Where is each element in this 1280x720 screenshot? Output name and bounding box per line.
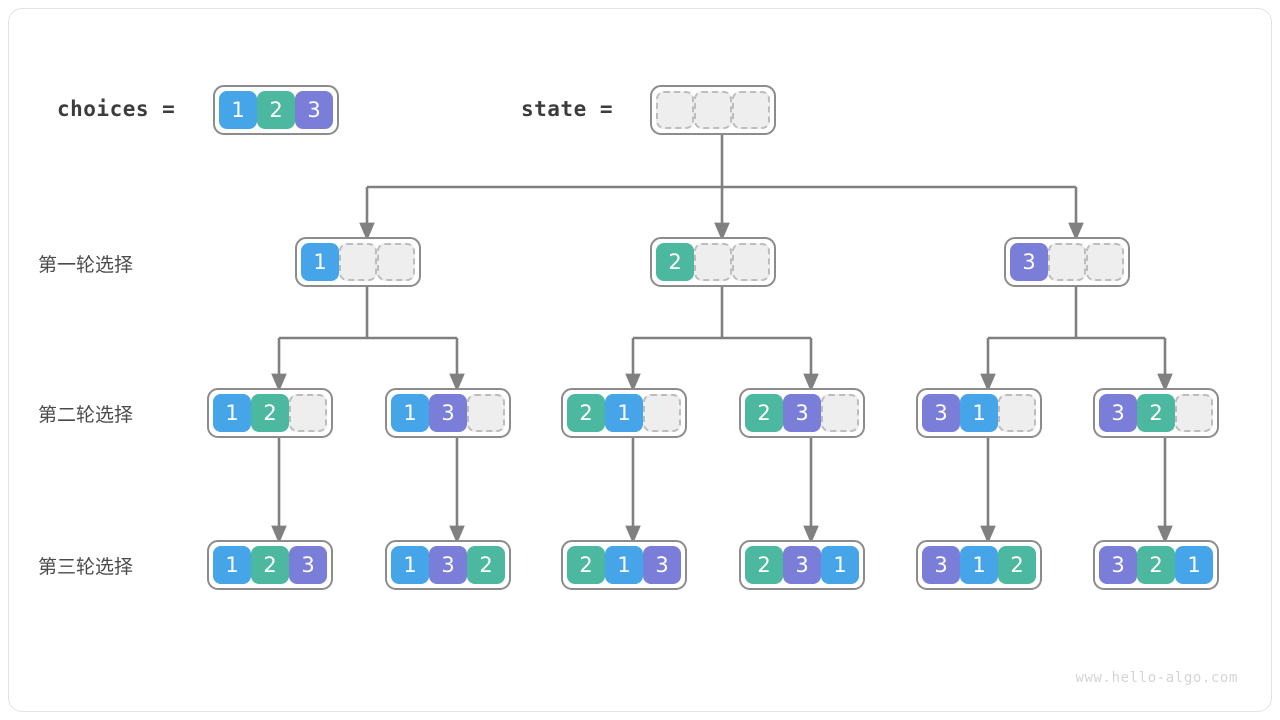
level3-3-cell-1: 3 <box>783 546 821 584</box>
row-label-round-1: 第一轮选择 <box>38 254 134 276</box>
row-label-round-2: 第二轮选择 <box>38 404 134 426</box>
level2-2-cell-1: 1 <box>605 394 643 432</box>
level2-3-cell-2 <box>821 394 859 432</box>
state-cell-2 <box>732 91 770 129</box>
level3-0-cell-0: 1 <box>213 546 251 584</box>
level2-0-cell-0: 1 <box>213 394 251 432</box>
level2-4-cell-0: 3 <box>922 394 960 432</box>
level3-0-cell-2: 3 <box>289 546 327 584</box>
level3-2-cell-0: 2 <box>567 546 605 584</box>
level3-1-cell-0: 1 <box>391 546 429 584</box>
row-label-round-3: 第三轮选择 <box>38 556 134 578</box>
level3-4-cell-0: 3 <box>922 546 960 584</box>
level3-4-cell-2: 2 <box>998 546 1036 584</box>
level3-2-cell-1: 1 <box>605 546 643 584</box>
watermark: www.hello-algo.com <box>1075 670 1238 686</box>
level2-3-cell-0: 2 <box>745 394 783 432</box>
level2-0-cell-1: 2 <box>251 394 289 432</box>
level3-0-cell-1: 2 <box>251 546 289 584</box>
node-level1-0: 1 <box>295 237 421 287</box>
level3-5-cell-1: 2 <box>1137 546 1175 584</box>
level3-1-cell-2: 2 <box>467 546 505 584</box>
level2-1-cell-0: 1 <box>391 394 429 432</box>
level3-1-cell-1: 3 <box>429 546 467 584</box>
level2-5-cell-1: 2 <box>1137 394 1175 432</box>
level2-2-cell-2 <box>643 394 681 432</box>
level3-5-cell-0: 3 <box>1099 546 1137 584</box>
state-label: state = <box>521 97 614 121</box>
level3-3-cell-2: 1 <box>821 546 859 584</box>
node-level1-2: 3 <box>1004 237 1130 287</box>
diagram-frame <box>8 8 1272 712</box>
level2-0-cell-2 <box>289 394 327 432</box>
choices-cell-2: 3 <box>295 91 333 129</box>
choices-cell-0: 1 <box>219 91 257 129</box>
level3-2-cell-2: 3 <box>643 546 681 584</box>
level1-0-cell-1 <box>339 243 377 281</box>
level2-5-cell-0: 3 <box>1099 394 1137 432</box>
level3-5-cell-2: 1 <box>1175 546 1213 584</box>
level1-0-cell-2 <box>377 243 415 281</box>
level1-2-cell-0: 3 <box>1010 243 1048 281</box>
state-cell-0 <box>656 91 694 129</box>
level1-2-cell-1 <box>1048 243 1086 281</box>
level2-4-cell-2 <box>998 394 1036 432</box>
level1-2-cell-2 <box>1086 243 1124 281</box>
state-cell-1 <box>694 91 732 129</box>
level2-1-cell-1: 3 <box>429 394 467 432</box>
level1-0-cell-0: 1 <box>301 243 339 281</box>
level2-1-cell-2 <box>467 394 505 432</box>
level1-1-cell-2 <box>732 243 770 281</box>
level2-3-cell-1: 3 <box>783 394 821 432</box>
level3-4-cell-1: 1 <box>960 546 998 584</box>
choices-cell-1: 2 <box>257 91 295 129</box>
level1-1-cell-0: 2 <box>656 243 694 281</box>
state-array <box>650 85 776 135</box>
level2-4-cell-1: 1 <box>960 394 998 432</box>
level2-2-cell-0: 2 <box>567 394 605 432</box>
node-level1-1: 2 <box>650 237 776 287</box>
level3-3-cell-0: 2 <box>745 546 783 584</box>
level1-1-cell-1 <box>694 243 732 281</box>
choices-label: choices = <box>57 97 176 121</box>
level2-5-cell-2 <box>1175 394 1213 432</box>
